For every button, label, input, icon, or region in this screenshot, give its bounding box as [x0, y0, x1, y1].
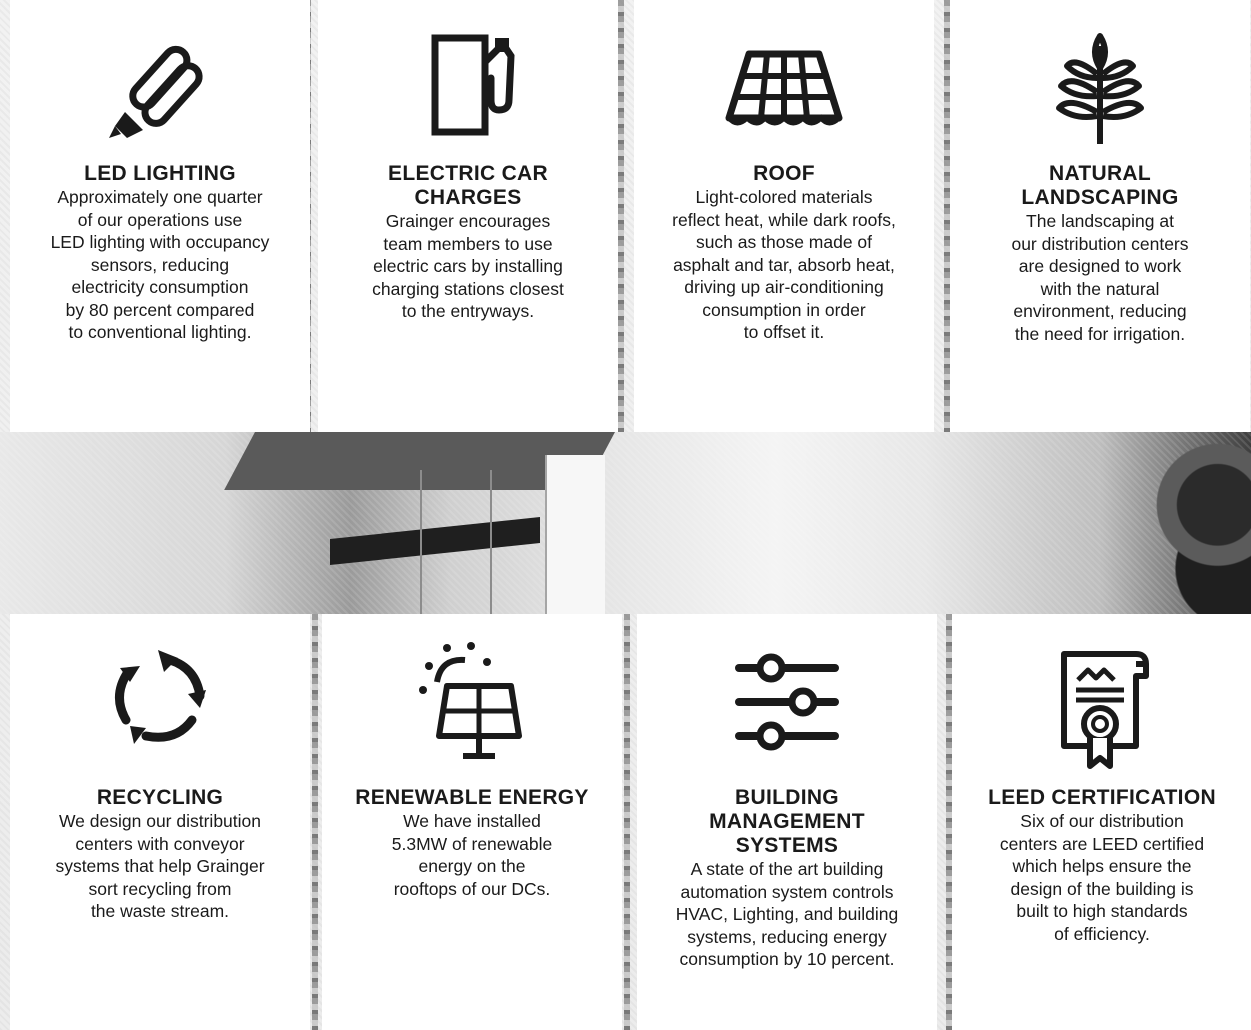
card-renewable-energy: RENEWABLE ENERGY We have installed 5.3MW… — [322, 614, 622, 1030]
led-lamp-icon — [109, 45, 203, 138]
card-body: Grainger encourages team members to use … — [372, 211, 564, 321]
card-body: We design our distribution centers with … — [55, 811, 265, 921]
card-title: LED LIGHTING — [84, 162, 236, 185]
sliders-icon — [735, 653, 839, 751]
column-divider — [618, 0, 624, 432]
photo-window-mullion — [420, 470, 422, 614]
card-recycling: RECYCLING We design our distribution cen… — [10, 614, 310, 1030]
leaf-branch-icon — [1056, 33, 1144, 144]
card-building-management-systems: BUILDING MANAGEMENT SYSTEMS A state of t… — [637, 614, 937, 1030]
card-title: RENEWABLE ENERGY — [355, 786, 589, 809]
card-body: The landscaping at our distribution cent… — [1011, 211, 1189, 344]
card-title: ROOF — [753, 162, 815, 185]
photo-window-mullion — [490, 470, 492, 614]
card-body: Light-colored materials reflect heat, wh… — [672, 187, 896, 342]
card-led-lighting: LED LIGHTING Approximately one quarter o… — [10, 0, 310, 432]
roof-tiles-icon — [725, 50, 843, 126]
charging-station-icon — [431, 34, 515, 136]
card-leed-certification: LEED CERTIFICATION Six of our distributi… — [952, 614, 1251, 1030]
card-roof: ROOF Light-colored materials reflect hea… — [634, 0, 934, 432]
column-divider — [312, 614, 318, 1030]
photo-tree — [1140, 432, 1251, 614]
card-body: Approximately one quarter of our operati… — [50, 187, 270, 342]
column-divider — [624, 614, 630, 1030]
photo-door-panel — [545, 455, 605, 615]
card-electric-car-charges: ELECTRIC CAR CHARGES Grainger encourages… — [318, 0, 618, 432]
card-natural-landscaping: NATURAL LANDSCAPING The landscaping at o… — [950, 0, 1250, 432]
solar-panel-icon — [419, 642, 522, 759]
card-body: Six of our distribution centers are LEED… — [999, 811, 1205, 944]
column-divider — [944, 0, 950, 432]
column-divider — [946, 614, 952, 1030]
card-body: A state of the art building automation s… — [675, 859, 899, 969]
recycle-arrows-icon — [115, 650, 206, 744]
card-title: BUILDING MANAGEMENT SYSTEMS — [709, 786, 865, 857]
certificate-icon — [1061, 651, 1149, 769]
card-title: ELECTRIC CAR CHARGES — [388, 162, 548, 209]
card-title: NATURAL LANDSCAPING — [1021, 162, 1179, 209]
building-photo-band — [0, 432, 1251, 614]
card-title: LEED CERTIFICATION — [988, 786, 1216, 809]
card-body: We have installed 5.3MW of renewable ene… — [391, 811, 553, 899]
card-title: RECYCLING — [96, 786, 224, 809]
